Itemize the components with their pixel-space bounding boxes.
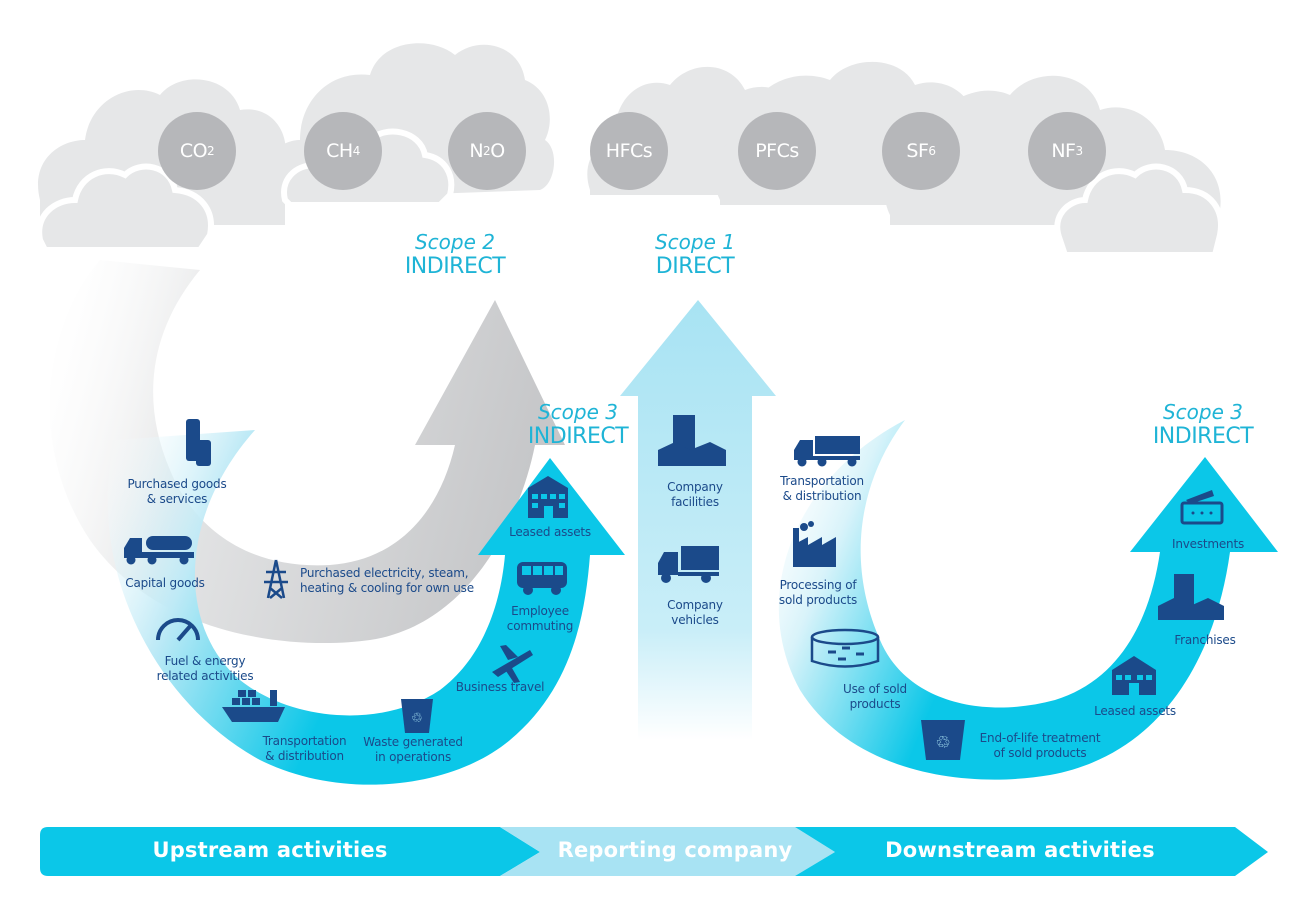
label-downstream-leased-assets: Leased assets [1094, 704, 1176, 718]
scope1-kind: DIRECT [655, 254, 735, 279]
svg-text:♲: ♲ [935, 733, 950, 753]
scope3-downstream-label: Scope 3 [1162, 400, 1243, 424]
label-investments: Investments [1171, 537, 1245, 551]
airplane-icon [492, 645, 533, 683]
reporting-band [500, 827, 835, 876]
label-franchises: Franchises [1174, 633, 1236, 647]
scope2-kind: INDIRECT [404, 254, 506, 279]
scope1-arrow [620, 300, 776, 740]
scope1-label: Scope 1 [654, 230, 735, 254]
svg-text:♲: ♲ [411, 711, 423, 726]
scope3-upstream-label: Scope 3 [537, 400, 618, 424]
activity-band [40, 827, 1268, 876]
building-icon [1112, 656, 1156, 695]
label-purchased-goods: Purchased goods& services [127, 477, 227, 506]
gauge-icon [156, 618, 200, 642]
wallet-icon [1180, 490, 1224, 525]
company-facility-icon [658, 415, 726, 466]
tanker-truck-icon [124, 536, 194, 565]
scope3-upstream-heading: Scope 3 INDIRECT [508, 400, 648, 450]
band-upstream-label: Upstream activities [152, 838, 388, 862]
band-reporting-label: Reporting company [557, 838, 793, 862]
building-icon [528, 476, 568, 518]
cans-icon [186, 419, 211, 466]
delivery-truck-icon [658, 546, 719, 583]
fish-tank-icon [810, 628, 880, 668]
truck-icon [794, 436, 860, 467]
factory-icon [793, 521, 836, 567]
label-upstream-transport: Transportation& distribution [262, 734, 347, 763]
scope1-heading: Scope 1 DIRECT [625, 230, 765, 280]
recycle-bin-icon: ♲ [921, 720, 965, 760]
scope3-downstream-kind: INDIRECT [1152, 424, 1254, 449]
label-downstream-transport: Transportation& distribution [780, 474, 864, 503]
cloud-icon [36, 163, 214, 253]
power-tower-icon [264, 559, 288, 599]
recycle-bin-icon: ♲ [401, 699, 433, 733]
downstream-band [795, 827, 1268, 876]
scope3-downstream-heading: Scope 3 INDIRECT [1133, 400, 1273, 450]
scope2-label: Scope 2 [414, 230, 495, 254]
label-purchased-electricity: Purchased electricity, steam,heating & c… [300, 566, 474, 595]
cloud-icon [1054, 163, 1224, 258]
gas-pfcs: PFCs [738, 112, 816, 190]
scope3-upstream-arrow [107, 430, 626, 785]
label-upstream-leased-assets: Leased assets [509, 525, 591, 539]
label-business-travel: Business travel [455, 680, 545, 694]
bus-icon [517, 562, 567, 595]
scope2-heading: Scope 2 INDIRECT [385, 230, 525, 280]
band-downstream-label: Downstream activities [885, 838, 1155, 862]
upstream-band [40, 827, 540, 876]
scope3-upstream-kind: INDIRECT [527, 424, 629, 449]
label-capital-goods: Capital goods [125, 576, 205, 590]
ship-icon [222, 690, 285, 722]
franchise-facility-icon [1158, 574, 1224, 620]
gas-hfcs: HFCs [590, 112, 668, 190]
